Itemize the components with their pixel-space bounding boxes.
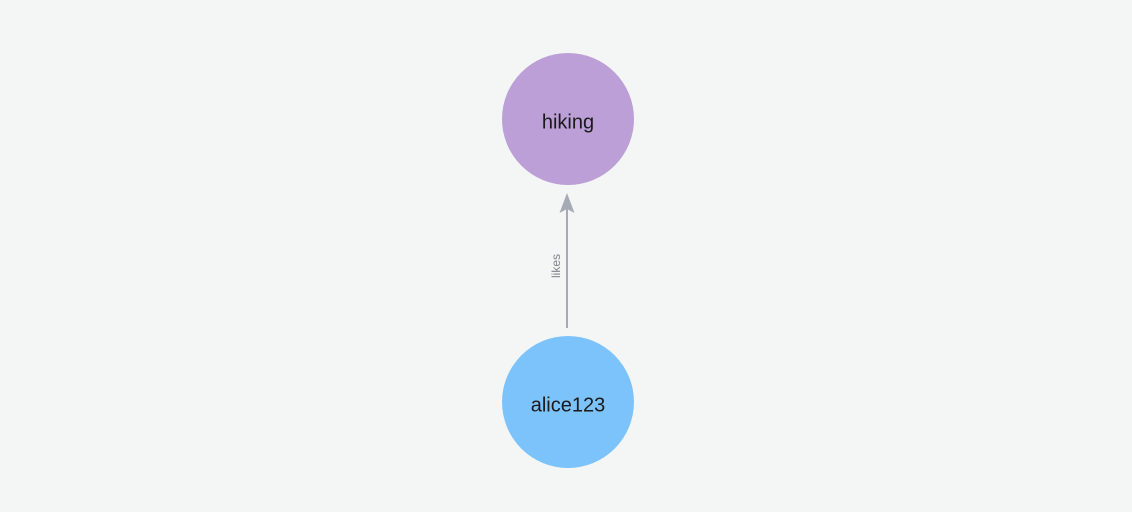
node-label: alice123 (531, 394, 606, 416)
node-hiking[interactable]: hiking (502, 53, 634, 185)
node-circle[interactable] (502, 53, 634, 185)
node-alice123[interactable]: alice123 (502, 336, 634, 468)
edge-label: likes (549, 254, 563, 278)
node-circle[interactable] (502, 336, 634, 468)
edge-arrowhead (559, 193, 575, 213)
node-label: hiking (542, 111, 594, 133)
edge-likes[interactable]: likes (549, 193, 575, 328)
